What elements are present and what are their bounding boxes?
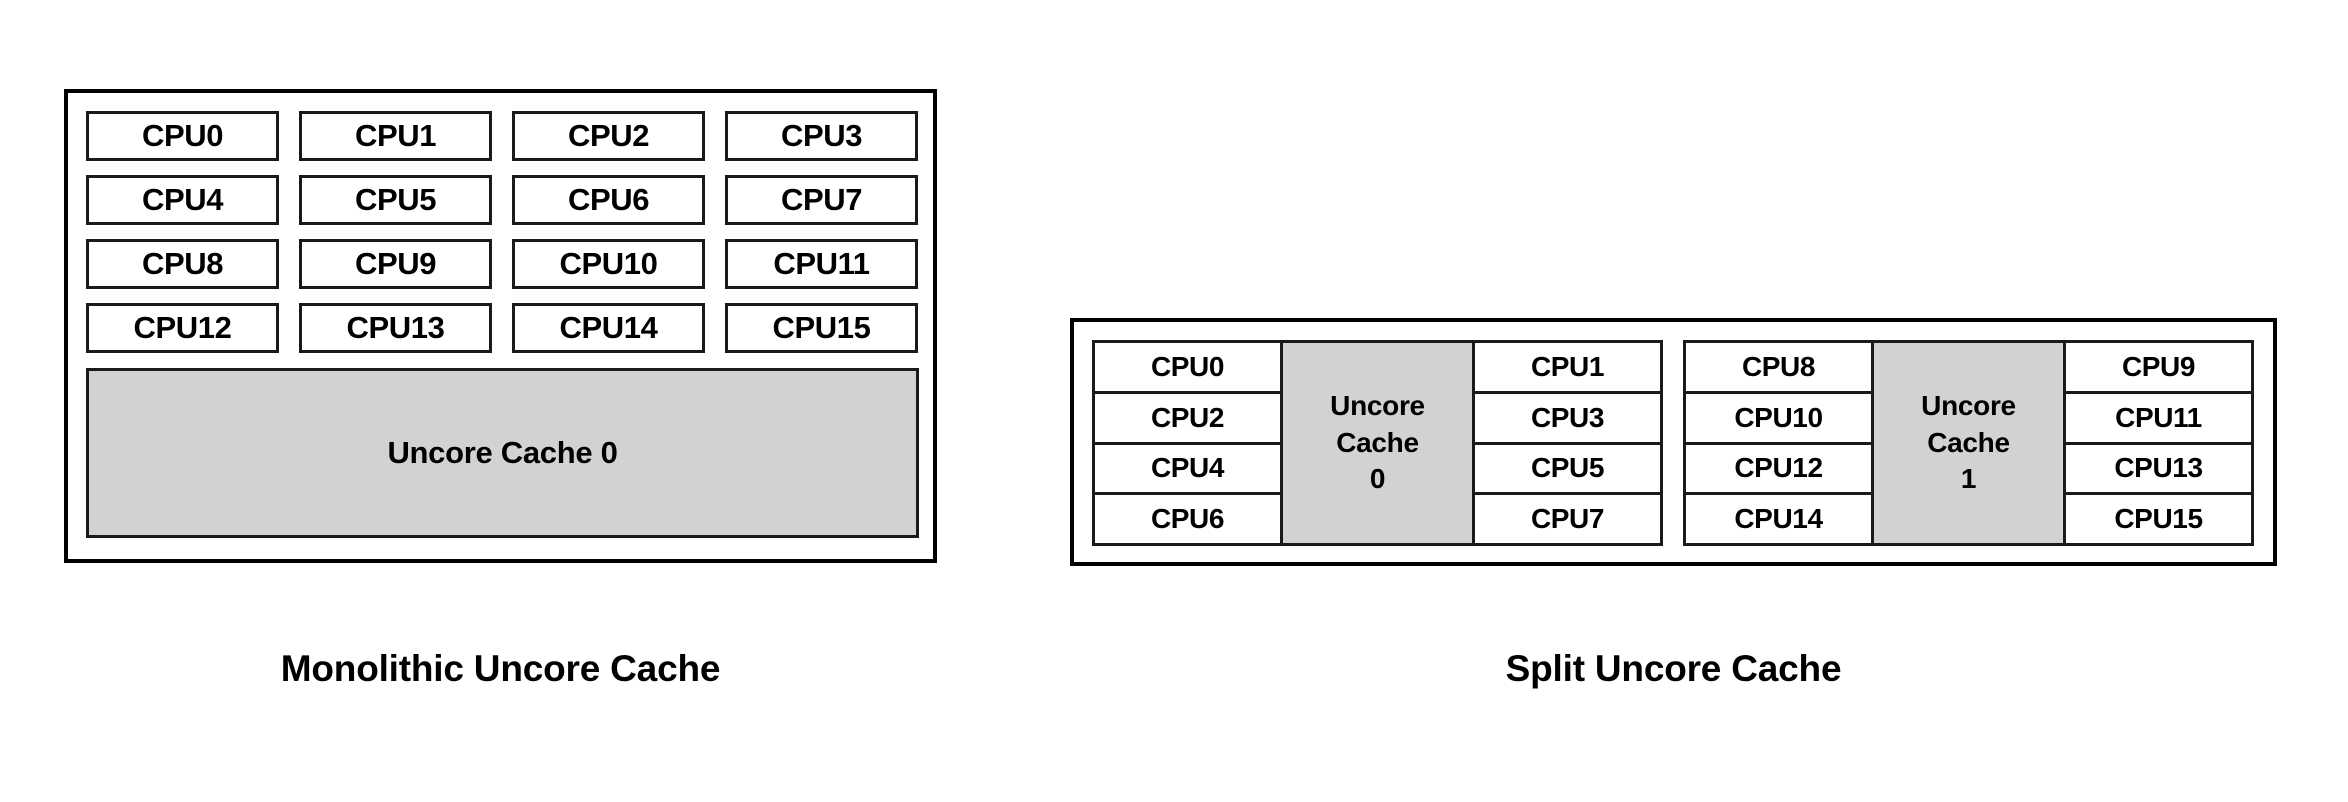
cpu-box: CPU12 xyxy=(86,303,279,353)
cpu-box: CPU2 xyxy=(512,111,705,161)
split-diagram-caption: Split Uncore Cache xyxy=(1505,648,1842,689)
monolithic-diagram-caption: Monolithic Uncore Cache xyxy=(280,648,721,689)
split-half-1: CPU8 CPU10 CPU12 CPU14 Uncore Cache 1 CP… xyxy=(1683,340,2254,546)
cpu-box: CPU11 xyxy=(725,239,918,289)
cpu-box: CPU12 xyxy=(1686,444,1871,496)
split-half-0: CPU0 CPU2 CPU4 CPU6 Uncore Cache 0 CPU1 … xyxy=(1092,340,1663,546)
cpu-box: CPU10 xyxy=(512,239,705,289)
cpu-box: CPU3 xyxy=(725,111,918,161)
cpu-box: CPU3 xyxy=(1475,393,1660,445)
cpu-box: CPU8 xyxy=(86,239,279,289)
uncore-cache-label-line1: Uncore xyxy=(1921,389,2016,421)
cpu-box: CPU14 xyxy=(512,303,705,353)
cpu-box: CPU7 xyxy=(1475,495,1660,543)
cpu-box: CPU8 xyxy=(1686,343,1871,394)
cpu-box: CPU13 xyxy=(2066,444,2251,496)
uncore-cache-label-line2: Cache xyxy=(1927,426,2010,458)
uncore-cache-block: Uncore Cache 1 xyxy=(1874,340,2063,546)
cpu-box: CPU0 xyxy=(86,111,279,161)
monolithic-uncore-diagram: CPU0 CPU1 CPU2 CPU3 CPU4 CPU5 CPU6 CPU7 … xyxy=(64,89,937,563)
cpu-box: CPU9 xyxy=(2066,343,2251,394)
cpu-box: CPU7 xyxy=(725,175,918,225)
cpu-box: CPU4 xyxy=(86,175,279,225)
cpu-box: CPU4 xyxy=(1095,444,1280,496)
uncore-cache-label-line1: Uncore xyxy=(1330,389,1425,421)
uncore-cache-label-line2: Cache xyxy=(1336,426,1419,458)
cpu-box: CPU5 xyxy=(1475,444,1660,496)
cpu-box: CPU9 xyxy=(299,239,492,289)
split-uncore-diagram: CPU0 CPU2 CPU4 CPU6 Uncore Cache 0 CPU1 … xyxy=(1070,318,2277,566)
cpu-box: CPU15 xyxy=(725,303,918,353)
cpu-box: CPU6 xyxy=(512,175,705,225)
uncore-cache-label-line3: 0 xyxy=(1369,463,1386,495)
uncore-cache-block: Uncore Cache 0 xyxy=(1283,340,1472,546)
monolithic-cpu-grid: CPU0 CPU1 CPU2 CPU3 CPU4 CPU5 CPU6 CPU7 … xyxy=(86,111,919,353)
cpu-box: CPU15 xyxy=(2066,495,2251,543)
cpu-box: CPU5 xyxy=(299,175,492,225)
uncore-cache-block: Uncore Cache 0 xyxy=(86,368,919,538)
cpu-box: CPU1 xyxy=(1475,343,1660,394)
cpu-box: CPU13 xyxy=(299,303,492,353)
cpu-box: CPU11 xyxy=(2066,393,2251,445)
cpu-box: CPU2 xyxy=(1095,393,1280,445)
cpu-box: CPU0 xyxy=(1095,343,1280,394)
split-cpu-column-left-0: CPU0 CPU2 CPU4 CPU6 xyxy=(1092,340,1283,546)
split-cpu-column-right-1: CPU9 CPU11 CPU13 CPU15 xyxy=(2063,340,2254,546)
cpu-box: CPU6 xyxy=(1095,495,1280,543)
cpu-box: CPU1 xyxy=(299,111,492,161)
uncore-cache-label-line3: 1 xyxy=(1960,463,1977,495)
cpu-box: CPU10 xyxy=(1686,393,1871,445)
cpu-box: CPU14 xyxy=(1686,495,1871,543)
split-cpu-column-right-0: CPU1 CPU3 CPU5 CPU7 xyxy=(1472,340,1663,546)
split-cpu-column-left-1: CPU8 CPU10 CPU12 CPU14 xyxy=(1683,340,1874,546)
